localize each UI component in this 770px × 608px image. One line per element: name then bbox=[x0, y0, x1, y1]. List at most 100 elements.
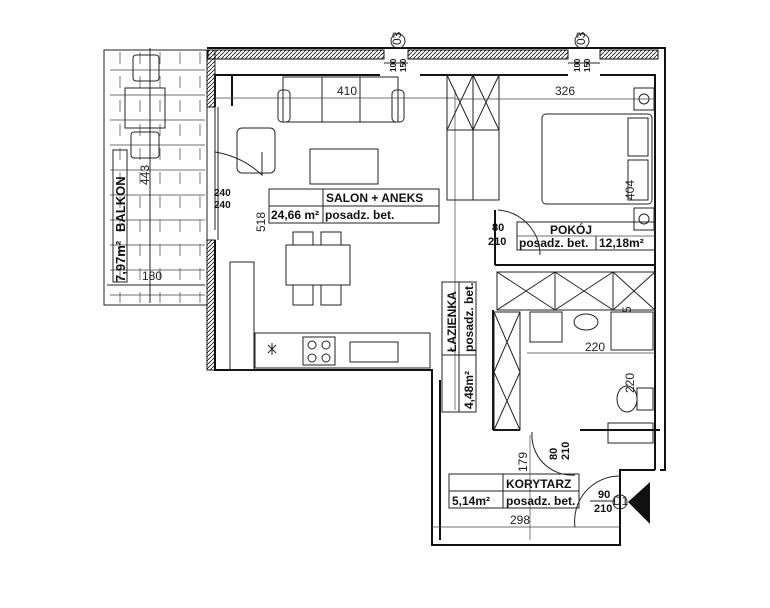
armchair-icon bbox=[236, 127, 276, 174]
sofa-icon bbox=[282, 76, 399, 123]
dim-pokoj-width: 326 bbox=[555, 84, 575, 98]
plan-line bbox=[207, 47, 666, 546]
plan-line bbox=[607, 422, 654, 444]
doors-entrance-tag: D1 bbox=[613, 494, 629, 508]
plan-line bbox=[627, 159, 649, 201]
room-label-salon: SALON + ANEKS 24,66 m² posadz. bet. bbox=[268, 188, 440, 224]
balkon-name: BALKON bbox=[113, 176, 128, 232]
plan-line bbox=[529, 311, 563, 343]
plan-line bbox=[214, 151, 263, 177]
sink-icon bbox=[349, 341, 399, 363]
room-label-lazienka: ŁAZIENKA posadz. bet. 4,48m² bbox=[441, 281, 477, 413]
plan-line bbox=[627, 117, 649, 157]
wardrobe-2 bbox=[496, 271, 656, 311]
washbasin-icon bbox=[573, 313, 599, 331]
rooms-salon-name: SALON + ANEKS bbox=[326, 191, 423, 205]
table-icon bbox=[124, 87, 166, 129]
plan-line bbox=[320, 231, 342, 246]
plan-line bbox=[214, 60, 219, 240]
dim-pokoj-depth: 404 bbox=[623, 180, 637, 200]
rooms-lazienka-floor: posadz. bet. bbox=[462, 283, 476, 352]
plan-line bbox=[307, 353, 317, 363]
plan-line bbox=[292, 231, 314, 246]
plan-line bbox=[307, 340, 317, 350]
window-1: 03 100 150 bbox=[384, 31, 408, 72]
rooms-pokoj-area: 12,18m² bbox=[599, 236, 644, 250]
plan-line bbox=[610, 311, 654, 351]
rooms-korytarz-floor: posadz. bet. bbox=[506, 494, 575, 508]
plan-line bbox=[207, 49, 385, 60]
rooms-korytarz-area: 5,14m² bbox=[452, 494, 490, 508]
doors-entrance-width: 90 bbox=[598, 489, 610, 501]
door-pokoj-height: 210 bbox=[488, 236, 506, 248]
dining-table-icon bbox=[285, 244, 351, 286]
dim-balkon-length: 443 bbox=[138, 165, 152, 185]
plan-line bbox=[492, 310, 660, 431]
rooms-lazienka-name: ŁAZIENKA bbox=[445, 291, 459, 352]
door-lazienka-height: 210 bbox=[560, 442, 572, 460]
plan-line bbox=[292, 284, 314, 306]
dim-lazienka-depth: 220 bbox=[623, 373, 637, 393]
plan-line bbox=[206, 239, 216, 371]
shower-icon bbox=[493, 311, 521, 431]
plan-line bbox=[277, 89, 291, 123]
dim-salon-width: 410 bbox=[337, 84, 357, 98]
dim-korytarz-width: 298 bbox=[510, 513, 530, 527]
plan-line bbox=[612, 494, 628, 510]
plan-line bbox=[493, 311, 521, 431]
window-2: 03 100 150 bbox=[568, 31, 600, 72]
rooms-salon-floor: posadz. bet. bbox=[325, 208, 394, 222]
plan-line bbox=[407, 49, 569, 60]
plan-line bbox=[636, 387, 654, 411]
plan-line bbox=[574, 33, 590, 49]
rooms-pokoj-name: POKÓJ bbox=[550, 222, 592, 237]
room-label-pokoj: POKÓJ posadz. bet. 12,18m² bbox=[516, 221, 656, 251]
dim-balkon-width: 180 bbox=[142, 269, 162, 283]
room-label-korytarz: KORYTARZ 5,14m² posadz. bet. bbox=[448, 473, 580, 509]
lazienka-furniture bbox=[492, 310, 660, 444]
dim-bath-small: 5 bbox=[620, 306, 634, 313]
plan-line bbox=[391, 89, 405, 123]
plan-line bbox=[633, 207, 655, 231]
balcony: BALKON 7,97m² 443 180 bbox=[103, 48, 208, 306]
windows-1-sill: 100 bbox=[573, 58, 582, 72]
plan-line bbox=[320, 284, 342, 306]
door-pokoj-width: 80 bbox=[492, 222, 504, 234]
chair-icon bbox=[130, 131, 160, 159]
rooms-lazienka-area: 4,48m² bbox=[462, 371, 476, 409]
kitchen-counter bbox=[254, 332, 431, 369]
door-swing-entrance bbox=[574, 475, 621, 528]
plan-line bbox=[497, 209, 541, 256]
fridge-icon bbox=[267, 343, 277, 355]
plan-line bbox=[112, 149, 128, 283]
plan-line bbox=[103, 49, 208, 306]
plan-line bbox=[496, 271, 656, 311]
windows-0-tag: 03 bbox=[390, 31, 404, 45]
windows-0-sill: 100 bbox=[389, 58, 398, 72]
plan-line bbox=[390, 33, 406, 49]
rooms-korytarz-name: KORYTARZ bbox=[506, 477, 571, 491]
doors-entrance-height: 210 bbox=[594, 503, 612, 515]
rooms-salon-area: 24,66 m² bbox=[271, 208, 319, 222]
dim-lazienka-width: 220 bbox=[585, 340, 605, 354]
plan-line bbox=[110, 69, 205, 296]
balkon-area: 7,97m² bbox=[113, 240, 128, 282]
plan-line bbox=[321, 340, 331, 350]
entrance-arrow-icon bbox=[628, 482, 650, 524]
salon-furniture bbox=[214, 76, 456, 410]
rooms-pokoj-floor: posadz. bet. bbox=[519, 236, 588, 250]
door-balkon-width: 240 bbox=[214, 188, 231, 199]
windows-0-height: 150 bbox=[399, 58, 408, 72]
plan-line bbox=[638, 213, 650, 225]
bed-icon bbox=[541, 113, 653, 205]
door-lazienka-width: 80 bbox=[548, 448, 560, 460]
walls bbox=[206, 47, 666, 546]
kitchen-cabinet bbox=[229, 261, 255, 371]
entrance-door: 90 210 D1 bbox=[590, 482, 650, 524]
plan-line bbox=[599, 49, 659, 60]
coffee-table-icon bbox=[309, 148, 379, 185]
plan-line bbox=[446, 74, 500, 131]
plan-line bbox=[110, 52, 205, 303]
plan-line bbox=[206, 49, 216, 108]
plan-line bbox=[321, 353, 331, 363]
